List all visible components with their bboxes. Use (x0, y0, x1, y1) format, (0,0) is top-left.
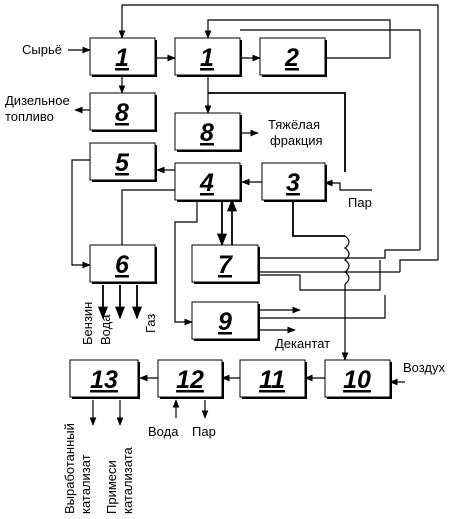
block-13: 13 (69, 359, 140, 399)
block-6-number: 6 (115, 251, 130, 279)
block-1a: 1 (89, 37, 157, 77)
label-gas: Газ (143, 314, 158, 333)
label-impurities-2: катализата (120, 446, 135, 514)
block-9-number: 9 (218, 308, 232, 336)
block-12-number: 12 (176, 366, 204, 394)
block-8a: 8 (89, 92, 157, 132)
block-8b: 8 (174, 112, 242, 152)
label-decantate: Декантат (275, 336, 330, 351)
block-12: 12 (157, 359, 224, 399)
label-heavy-2: фракция (270, 133, 323, 148)
block-8b-number: 8 (200, 119, 214, 147)
label-steam-top: Пар (348, 195, 372, 210)
label-air: Воздух (403, 360, 446, 375)
label-spent-1: Выработанный (62, 423, 77, 514)
block-10: 10 (324, 359, 392, 399)
block-7: 7 (191, 244, 260, 284)
block-2: 2 (259, 37, 327, 77)
block-1b: 1 (174, 37, 242, 77)
label-spent-2: катализат (78, 454, 93, 514)
block-3-number: 3 (286, 169, 300, 197)
label-impurities-1: Примеси (104, 460, 119, 514)
block-3: 3 (261, 162, 327, 202)
block-11-number: 11 (259, 366, 285, 394)
label-steam-12: Пар (192, 424, 216, 439)
block-2-number: 2 (284, 44, 299, 72)
block-5-number: 5 (115, 149, 130, 177)
block-7-number: 7 (218, 251, 233, 279)
block-5: 5 (89, 142, 157, 182)
block-10-number: 10 (343, 366, 371, 394)
block-6: 6 (89, 244, 157, 284)
block-9: 9 (191, 301, 260, 341)
label-heavy-1: Тяжёлая (268, 117, 320, 132)
block-4-number: 4 (199, 169, 214, 197)
label-diesel-1: Дизельное (5, 93, 70, 108)
connectors (68, 4, 439, 426)
label-diesel-2: топливо (5, 109, 54, 124)
labels: Сырьё Дизельное топливо Тяжёлая фракция … (5, 42, 446, 514)
label-water-12: Вода (148, 424, 179, 439)
block-8a-number: 8 (115, 99, 129, 127)
label-gasoline: Бензин (80, 302, 95, 345)
label-water-6: Вода (98, 314, 113, 345)
block-1a-number: 1 (115, 44, 129, 72)
blocks: 1 1 2 8 8 5 4 (69, 37, 392, 399)
block-11: 11 (239, 359, 307, 399)
label-raw: Сырьё (22, 42, 62, 57)
block-1b-number: 1 (200, 44, 214, 72)
block-13-number: 13 (90, 366, 118, 394)
block-4: 4 (174, 162, 242, 202)
